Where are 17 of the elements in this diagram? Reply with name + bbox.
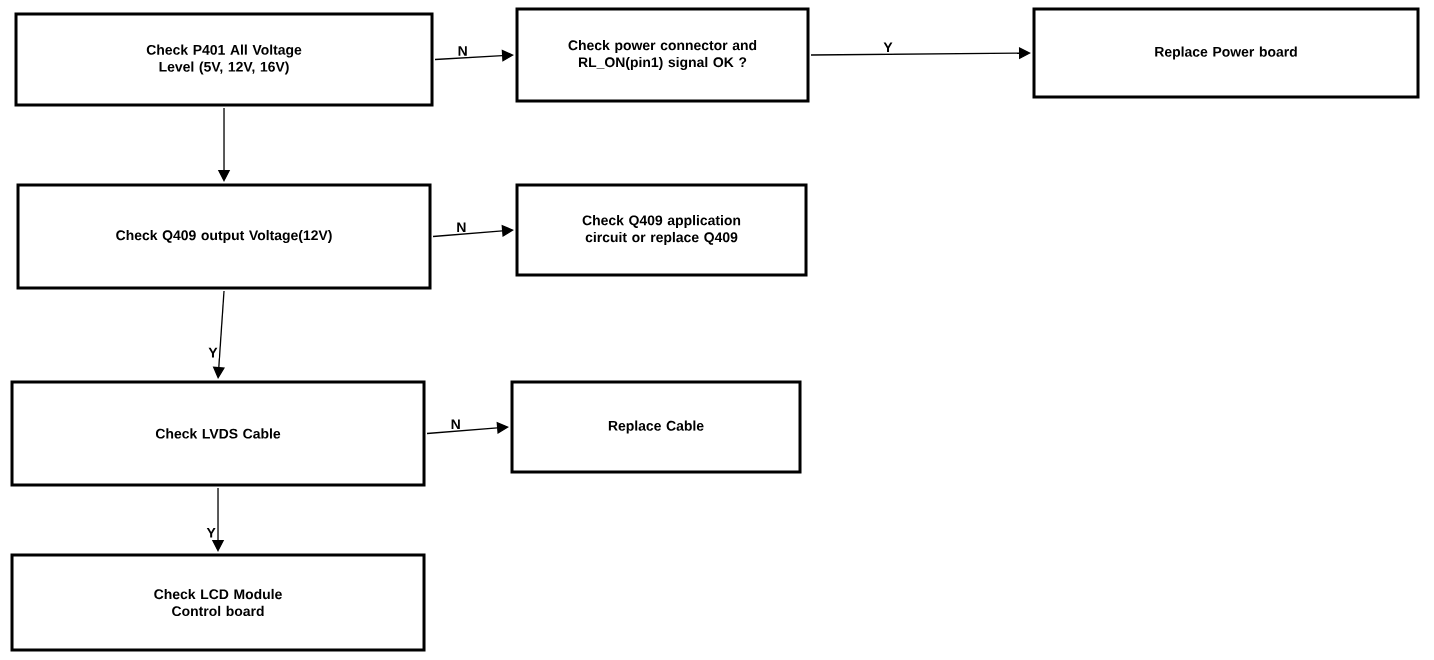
process-box: Check power connector and RL_ON(pin1) signal OK ? xyxy=(515,7,810,103)
process-box: Check LVDS Cable xyxy=(10,380,426,487)
process-box: Replace Power board xyxy=(1032,7,1420,99)
edge-label: Y xyxy=(207,346,219,359)
arrow xyxy=(432,224,514,238)
edge-label: N xyxy=(449,418,462,430)
process-box: Check P401 All Voltage Level (5V, 12V, 16V) xyxy=(14,12,434,107)
edge-label: N xyxy=(455,221,468,233)
arrow xyxy=(426,421,509,435)
process-box: Replace Cable xyxy=(510,380,802,474)
edge-label: Y xyxy=(882,41,894,54)
edge-label: N xyxy=(456,45,469,57)
process-box: Check LCD Module Control board xyxy=(10,553,426,652)
edge-label: Y xyxy=(205,527,217,539)
arrow xyxy=(434,49,514,62)
process-box: Check Q409 output Voltage(12V) xyxy=(16,183,432,290)
process-box: Check Q409 application circuit or replace Q409 xyxy=(515,183,808,277)
